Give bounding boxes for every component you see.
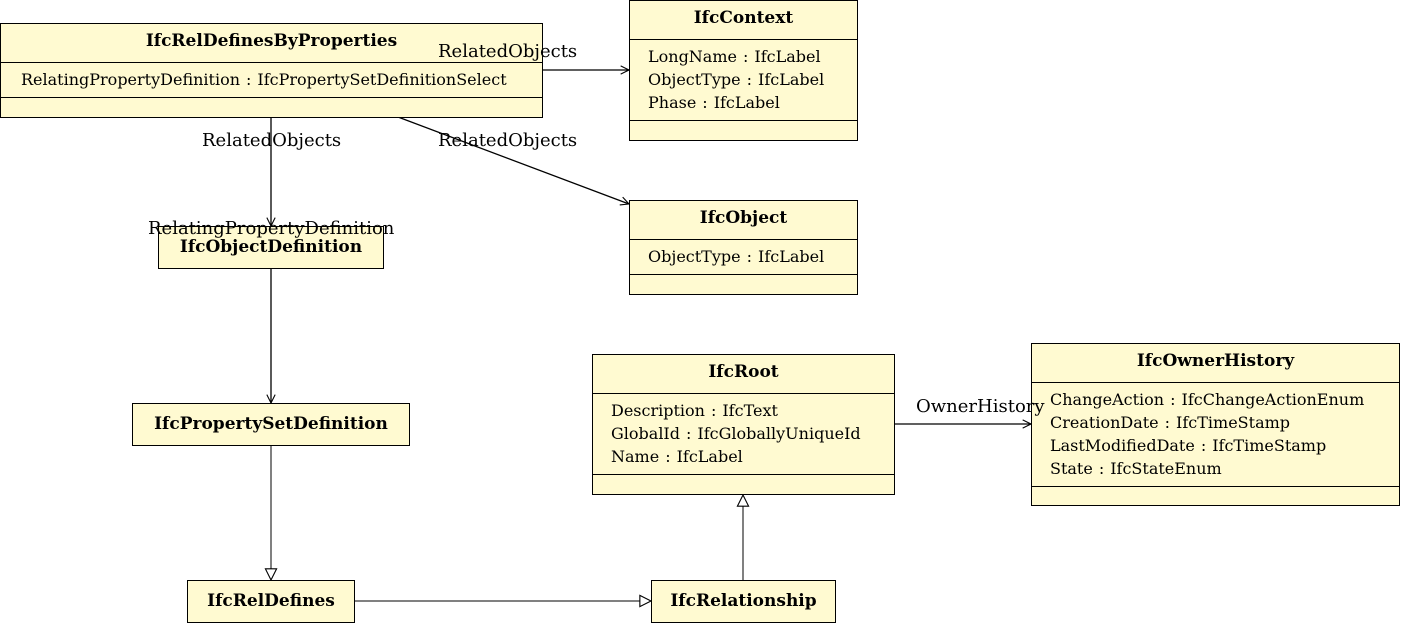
class-name: IfcRelationship <box>670 591 817 611</box>
class-name: IfcObject <box>699 208 788 228</box>
class-ifcreldefines: IfcRelDefines <box>187 580 355 623</box>
edge-label-related-objects: RelatedObjects <box>438 130 578 151</box>
attribute-name: LongName <box>648 47 737 66</box>
attribute-type: IfcChangeActionEnum <box>1181 390 1365 409</box>
attribute-type: IfcStateEnum <box>1110 459 1222 478</box>
attribute-type: IfcPropertySetDefinitionSelect <box>257 70 507 89</box>
class-attributes: ObjectType:IfcLabel <box>630 239 857 274</box>
class-operations <box>1032 486 1399 507</box>
attribute-name: Description <box>611 401 705 420</box>
attribute-row: State:IfcStateEnum <box>1050 459 1222 478</box>
attribute-type: IfcLabel <box>754 47 821 66</box>
edge-reldefinesbyproperties-to-object <box>397 116 629 204</box>
attribute-row: ChangeAction:IfcChangeActionEnum <box>1050 390 1365 409</box>
attribute-row: Name:IfcLabel <box>611 447 743 466</box>
edge-label-owner-history: OwnerHistory <box>916 396 1045 417</box>
class-ifcownerhistory: IfcOwnerHistory ChangeAction:IfcChangeAc… <box>1031 343 1400 506</box>
attribute-row: LongName:IfcLabel <box>648 47 821 66</box>
class-name: IfcRelDefines <box>207 591 335 611</box>
attribute-type: IfcLabel <box>758 247 825 266</box>
attribute-type: IfcTimeStamp <box>1212 436 1327 455</box>
attribute-name: CreationDate <box>1050 413 1159 432</box>
class-name: IfcOwnerHistory <box>1136 351 1295 371</box>
attribute-name: RelatingPropertyDefinition <box>21 70 241 89</box>
edge-label-related-objects: RelatedObjects <box>438 41 578 62</box>
attribute-row: CreationDate:IfcTimeStamp <box>1050 413 1291 432</box>
attribute-type: IfcTimeStamp <box>1176 413 1291 432</box>
attribute-row: LastModifiedDate:IfcTimeStamp <box>1050 436 1327 455</box>
class-ifcobjectdefinition: IfcObjectDefinition <box>158 226 384 269</box>
class-ifcroot: IfcRoot Description:IfcText GlobalId:Ifc… <box>592 354 895 495</box>
class-operations <box>593 474 894 495</box>
attribute-row: Phase:IfcLabel <box>648 93 780 112</box>
attribute-row: GlobalId:IfcGloballyUniqueId <box>611 424 861 443</box>
attribute-type: IfcLabel <box>713 93 780 112</box>
class-attributes: RelatingPropertyDefinition:IfcPropertySe… <box>1 62 542 97</box>
attribute-type: IfcGloballyUniqueId <box>697 424 861 443</box>
attribute-name: Phase <box>648 93 697 112</box>
class-ifccontext: IfcContext LongName:IfcLabel ObjectType:… <box>629 0 858 141</box>
attribute-row: Description:IfcText <box>611 401 778 420</box>
class-ifcrelationship: IfcRelationship <box>651 580 836 623</box>
class-ifcobject: IfcObject ObjectType:IfcLabel <box>629 200 858 295</box>
class-attributes: ChangeAction:IfcChangeActionEnum Creatio… <box>1032 382 1399 486</box>
class-attributes: Description:IfcText GlobalId:IfcGlobally… <box>593 393 894 474</box>
attribute-type: IfcLabel <box>758 70 825 89</box>
attribute-row: RelatingPropertyDefinition:IfcPropertySe… <box>21 70 507 89</box>
attribute-name: GlobalId <box>611 424 680 443</box>
attribute-name: LastModifiedDate <box>1050 436 1195 455</box>
edge-label-related-objects: RelatedObjects <box>202 130 342 151</box>
attribute-name: Name <box>611 447 660 466</box>
attribute-name: State <box>1050 459 1093 478</box>
class-name: IfcPropertySetDefinition <box>154 414 388 434</box>
class-operations <box>630 120 857 141</box>
edge-label-relating-property-definition: RelatingPropertyDefinition <box>148 218 395 239</box>
attribute-name: ObjectType <box>648 70 741 89</box>
attribute-name: ObjectType <box>648 247 741 266</box>
attribute-row: ObjectType:IfcLabel <box>648 247 825 266</box>
class-name: IfcRelDefinesByProperties <box>145 31 398 51</box>
class-name: IfcContext <box>693 8 794 28</box>
class-operations <box>630 274 857 295</box>
class-attributes: LongName:IfcLabel ObjectType:IfcLabel Ph… <box>630 39 857 120</box>
attribute-row: ObjectType:IfcLabel <box>648 70 825 89</box>
class-name: IfcRoot <box>708 362 779 382</box>
attribute-name: ChangeAction <box>1050 390 1165 409</box>
attribute-type: IfcText <box>722 401 778 420</box>
class-name: IfcObjectDefinition <box>179 237 363 257</box>
class-operations <box>1 97 542 118</box>
class-ifcpropertysetdefinition: IfcPropertySetDefinition <box>132 403 410 446</box>
attribute-type: IfcLabel <box>676 447 743 466</box>
class-ifcreldefinesbyproperties: IfcRelDefinesByProperties RelatingProper… <box>0 23 543 118</box>
